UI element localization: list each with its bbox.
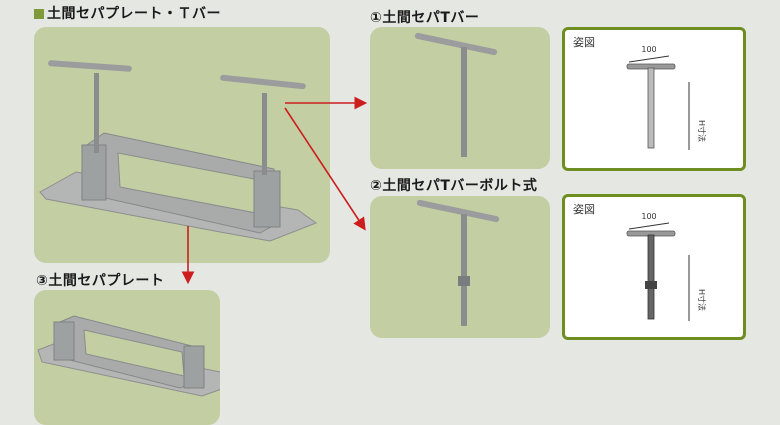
main-product-photo: [34, 27, 330, 263]
t-bar-bolt-drawing: 姿図 100 H寸法: [562, 194, 746, 340]
dimension-100-label: 100: [641, 212, 656, 221]
t-bar-bolt-heading: ②土間セパTバーボルト式: [370, 178, 538, 194]
figure-label: 姿図: [573, 36, 595, 49]
main-heading: 土間セパプレート・Ｔバー: [34, 3, 221, 23]
t-bar-product-photo: [370, 27, 550, 169]
dimension-100-label: 100: [641, 45, 656, 54]
main-heading-text: 土間セパプレート・Ｔバー: [47, 6, 221, 22]
figure-label: 姿図: [573, 203, 595, 216]
square-bullet-icon: [34, 9, 44, 19]
plate-product-photo: [34, 290, 220, 425]
dimension-h-label: H寸法: [697, 289, 707, 311]
t-bar-drawing: 姿図 100 H寸法: [562, 27, 746, 171]
plate-heading: ③土間セパプレート: [36, 273, 165, 289]
dimension-h-label: H寸法: [697, 120, 707, 142]
t-bar-bolt-product-photo: [370, 196, 550, 338]
t-bar-heading: ①土間セパTバー: [370, 10, 480, 26]
